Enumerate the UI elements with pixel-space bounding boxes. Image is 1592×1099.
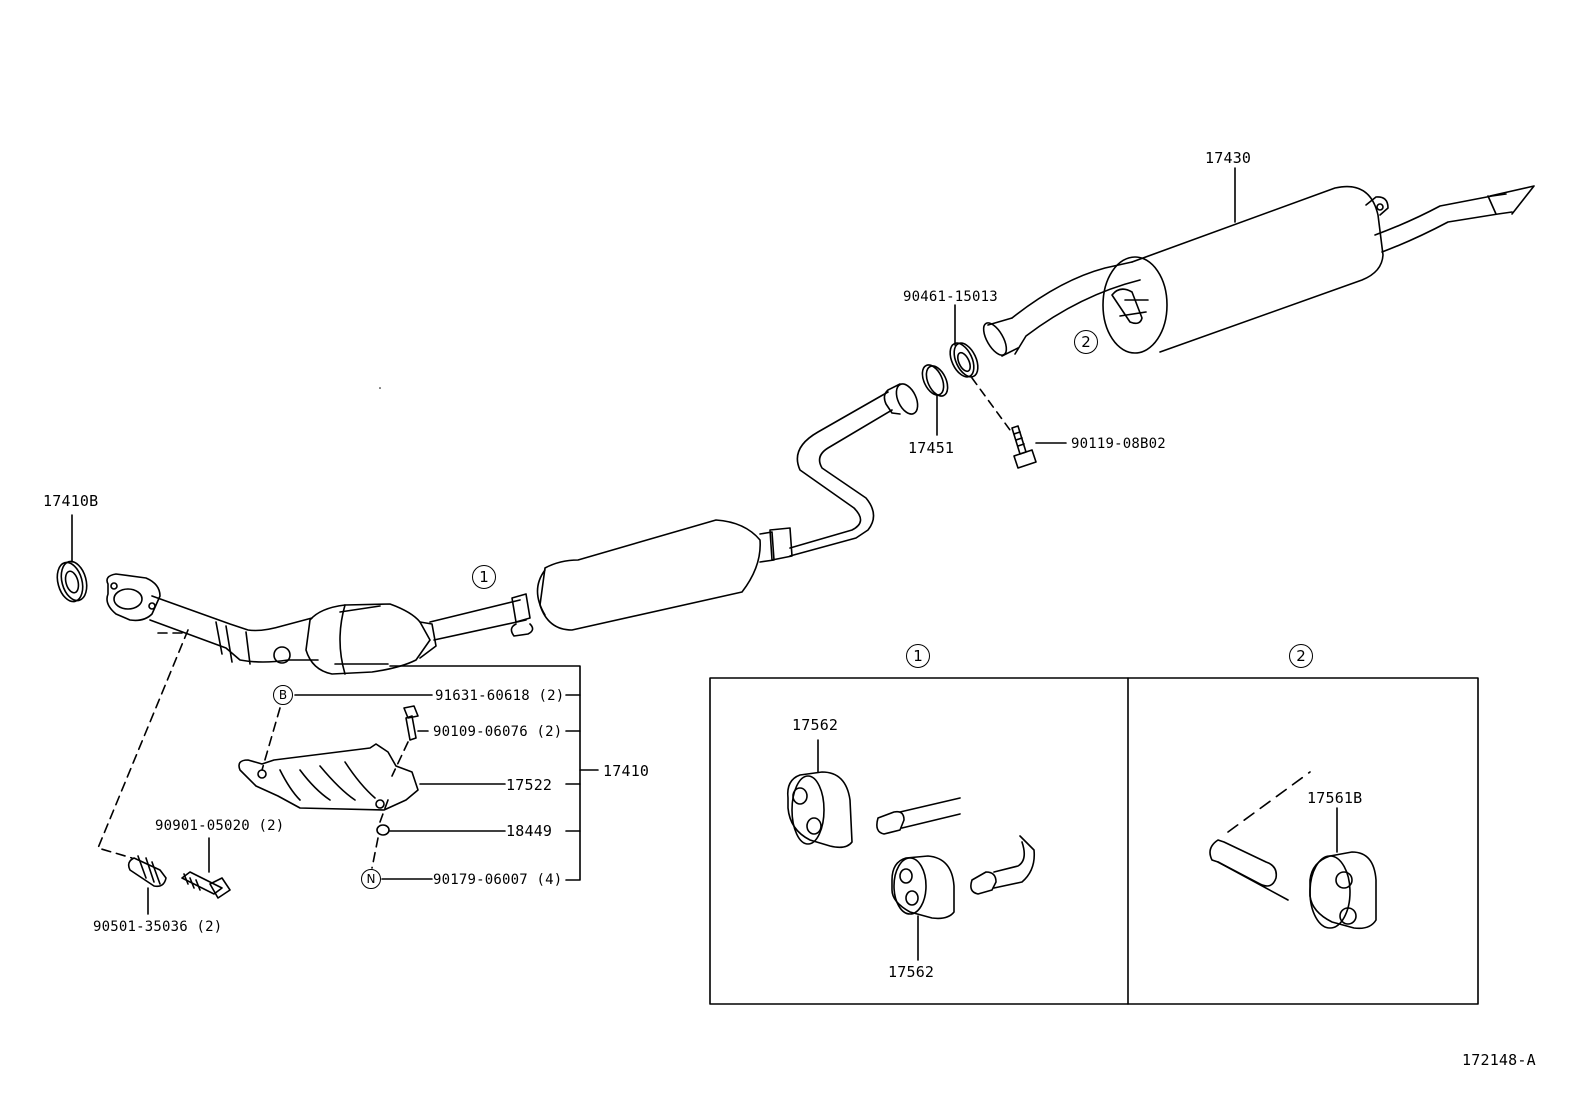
spring-90501 <box>127 855 167 915</box>
callout-2-detail: 2 <box>1289 644 1313 668</box>
part-label-17561B: 17561B <box>1307 789 1363 807</box>
part-label-90179-06007: 90179-06007 (4) <box>433 872 563 888</box>
gasket-17451 <box>921 364 949 436</box>
part-label-17451: 17451 <box>908 439 955 457</box>
hanger-17562-bottom <box>891 835 1036 961</box>
hanger-17561B <box>1209 771 1377 930</box>
part-label-90901-05020: 90901-05020 (2) <box>155 818 285 834</box>
gasket-90461 <box>949 304 979 378</box>
callout-N: N <box>361 869 381 889</box>
center-pipe <box>429 383 919 641</box>
part-label-17562-top: 17562 <box>792 716 839 734</box>
part-label-17410: 17410 <box>603 762 650 780</box>
bolt-90901 <box>181 837 231 899</box>
figure-id: 172148-A <box>1462 1051 1536 1069</box>
part-label-90501-35036: 90501-35036 (2) <box>93 919 223 935</box>
part-label-90119-08B02: 90119-08B02 <box>1071 436 1166 452</box>
callout-1-main: 1 <box>472 565 496 589</box>
callout-1-detail: 1 <box>906 644 930 668</box>
front-pipe-catalyst-17410 <box>106 573 437 675</box>
hanger-17562-top <box>786 739 961 849</box>
part-label-17410B: 17410B <box>43 492 99 510</box>
part-label-91631-60618: 91631-60618 (2) <box>435 688 565 704</box>
part-label-17430: 17430 <box>1205 149 1252 167</box>
rear-muffler-17430 <box>982 185 1535 357</box>
bolt-90119 <box>971 377 1067 469</box>
dashed-leaders <box>97 629 409 869</box>
nut-18449 <box>376 824 506 836</box>
part-label-17562-bottom: 17562 <box>888 963 935 981</box>
part-label-18449: 18449 <box>506 822 553 840</box>
callout-B: B <box>273 685 293 705</box>
bolt-90109 <box>403 705 429 741</box>
bracket-17410 <box>294 665 599 881</box>
part-label-17522: 17522 <box>506 776 553 794</box>
part-label-90109-06076: 90109-06076 (2) <box>433 724 563 740</box>
detail-box <box>709 677 1479 1005</box>
part-label-90461-15013: 90461-15013 <box>903 289 998 305</box>
heat-insulator-17522 <box>238 743 506 811</box>
callout-2-main: 2 <box>1074 330 1098 354</box>
gasket-17410B <box>56 514 88 603</box>
